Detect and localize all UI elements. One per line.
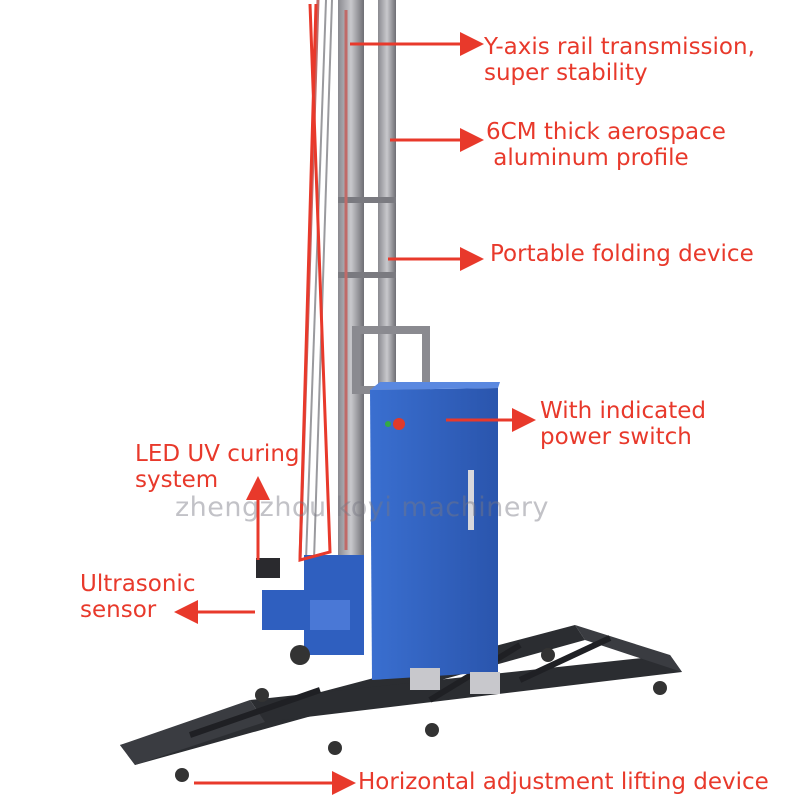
label-line: Ultrasonic [80, 571, 196, 597]
label-ultrasonic-sensor: Ultrasonic sensor [80, 571, 195, 623]
label-line: With indicated [540, 398, 706, 424]
label-line: system [135, 467, 219, 493]
label-horizontal-adjustment: Horizontal adjustment lifting device [358, 769, 769, 795]
label-power-switch: With indicated power switch [540, 398, 706, 450]
label-portable-folding: Portable folding device [490, 241, 754, 267]
label-aluminum-profile: 6CM thick aerospace aluminum profile [486, 119, 726, 171]
control-cabinet [370, 382, 500, 694]
label-line: power switch [540, 424, 692, 450]
print-head-carriage [256, 555, 364, 665]
label-line: super stability [484, 60, 648, 86]
label-line: 6CM thick aerospace [486, 119, 726, 145]
label-line: Y-axis rail transmission, [484, 34, 755, 60]
label-line: aluminum profile [486, 145, 689, 171]
label-line: LED UV curing [135, 441, 300, 467]
label-line: sensor [80, 597, 157, 623]
label-led-uv-curing: LED UV curing system [135, 441, 300, 493]
vertical-mast [338, 0, 430, 640]
label-line: Portable folding device [490, 241, 754, 267]
annotation-pointers [174, 3, 536, 795]
label-line: Horizontal adjustment lifting device [358, 769, 769, 795]
watermark: zhengzhou koyi machinery [175, 492, 550, 523]
label-y-axis-rail: Y-axis rail transmission, super stabilit… [484, 34, 755, 86]
